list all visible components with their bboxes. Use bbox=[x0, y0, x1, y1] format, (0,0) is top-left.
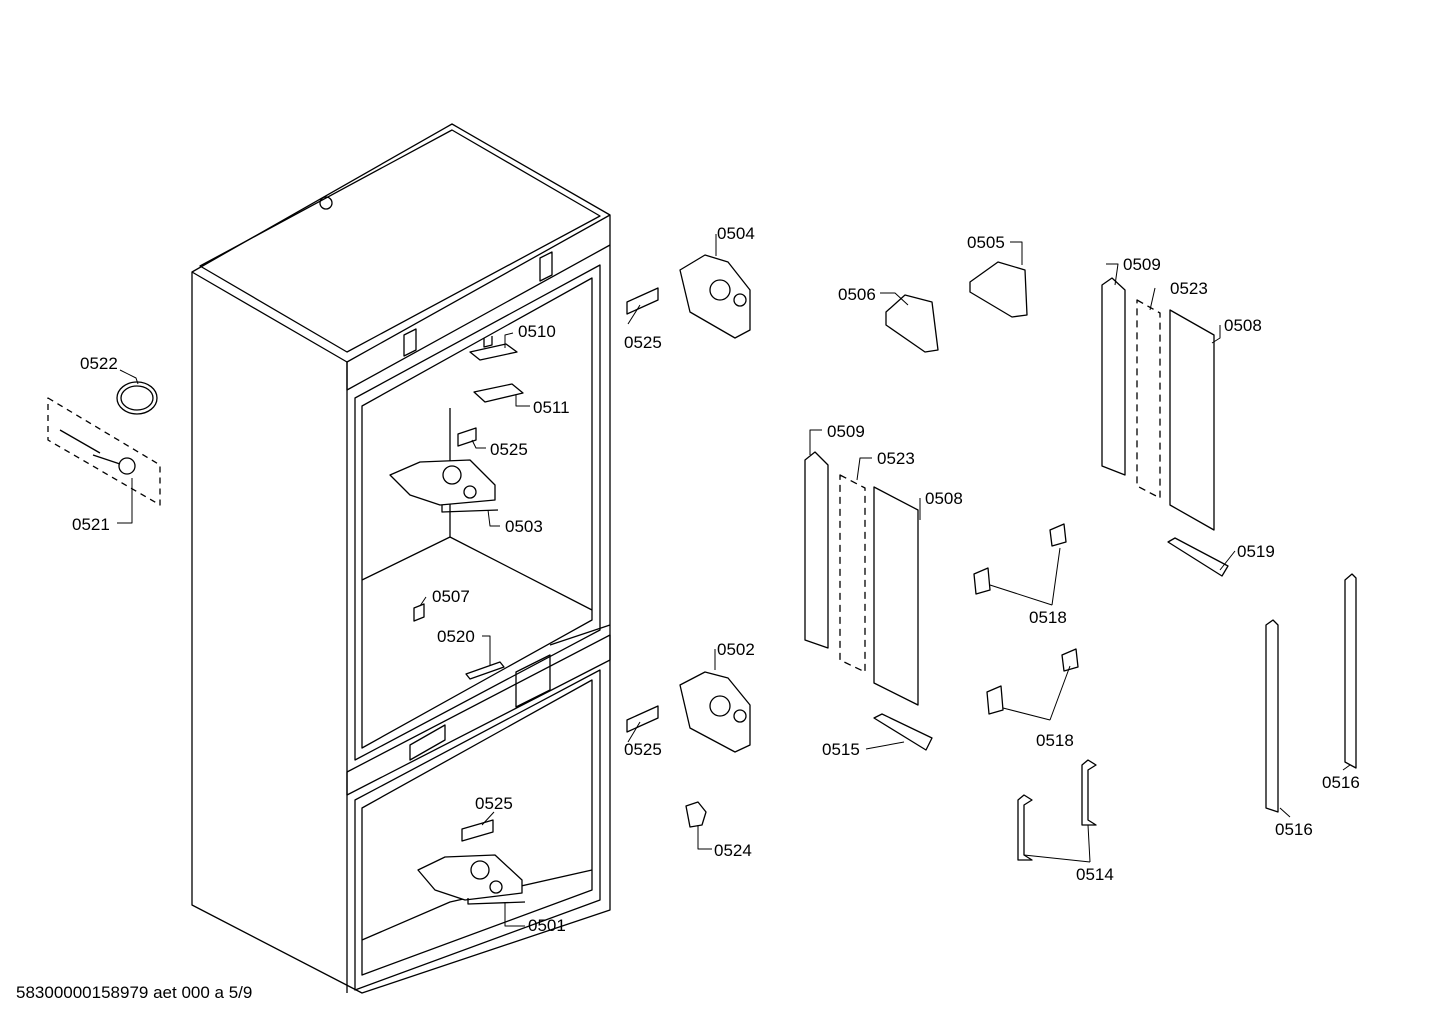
label-0518-upper: 0518 bbox=[1029, 608, 1067, 627]
label-0510: 0510 bbox=[518, 322, 556, 341]
label-0503: 0503 bbox=[505, 517, 543, 536]
trim-0509-right bbox=[1101, 277, 1126, 476]
label-0521: 0521 bbox=[72, 515, 110, 534]
leader-lines bbox=[117, 234, 1351, 927]
plate-0525-lower bbox=[461, 819, 494, 842]
label-0508-lower: 0508 bbox=[925, 489, 963, 508]
label-0519: 0519 bbox=[1237, 542, 1275, 561]
rail-0519-shape bbox=[1167, 537, 1229, 577]
label-0504: 0504 bbox=[717, 224, 755, 243]
plate-0525-mid bbox=[626, 705, 659, 733]
label-0516-left: 0516 bbox=[1275, 820, 1313, 839]
label-0525-lower: 0525 bbox=[475, 794, 513, 813]
bracket-0511-shape bbox=[473, 383, 524, 403]
rail-0515-shape bbox=[873, 713, 933, 751]
strip-0516-right bbox=[1344, 573, 1357, 769]
bracket-0514-right bbox=[1081, 759, 1097, 826]
label-0525-mid: 0525 bbox=[624, 740, 662, 759]
panel-0508-left bbox=[873, 486, 919, 706]
fasteners-0523-right bbox=[1136, 299, 1161, 499]
panel-0508-right bbox=[1169, 309, 1215, 531]
clip-0518-lower-b bbox=[986, 685, 1004, 715]
hinge-0504-shape bbox=[679, 254, 751, 339]
bracket-0506-shape bbox=[885, 294, 939, 353]
sensor-0521-shape bbox=[47, 397, 161, 506]
label-0525-cabinet: 0525 bbox=[490, 440, 528, 459]
ring-0522-shape bbox=[116, 381, 158, 415]
clip-0518-upper-b bbox=[973, 567, 991, 595]
fasteners-0523-left bbox=[839, 474, 866, 673]
label-0525-upper: 0525 bbox=[624, 333, 662, 352]
label-0516-right: 0516 bbox=[1322, 773, 1360, 792]
label-0515: 0515 bbox=[822, 740, 860, 759]
label-0520: 0520 bbox=[437, 627, 475, 646]
label-0507: 0507 bbox=[432, 587, 470, 606]
label-0505: 0505 bbox=[967, 233, 1005, 252]
label-0511: 0511 bbox=[533, 398, 570, 417]
label-0502: 0502 bbox=[717, 640, 755, 659]
clip-0518-lower-a bbox=[1061, 648, 1079, 672]
label-0506: 0506 bbox=[838, 285, 876, 304]
clip-0524-shape bbox=[685, 801, 707, 828]
label-0523-lower: 0523 bbox=[877, 449, 915, 468]
clip-0518-upper-a bbox=[1049, 523, 1067, 547]
label-0518-lower: 0518 bbox=[1036, 731, 1074, 750]
label-0501: 0501 bbox=[528, 916, 566, 935]
hinge-0503-shape bbox=[389, 459, 499, 513]
label-0524: 0524 bbox=[714, 841, 752, 860]
bracket-0514-left bbox=[1017, 794, 1033, 861]
label-0523-upper: 0523 bbox=[1170, 279, 1208, 298]
label-0508-upper: 0508 bbox=[1224, 316, 1262, 335]
bracket-0505-shape bbox=[969, 261, 1028, 318]
hinge-0501-shape bbox=[417, 854, 526, 905]
trim-0509-left bbox=[804, 451, 829, 649]
label-0522: 0522 bbox=[80, 354, 118, 373]
document-id: 58300000158979 aet 000 a 5/9 bbox=[16, 983, 253, 1002]
plate-0525-upper bbox=[626, 287, 659, 315]
cabinet bbox=[191, 123, 611, 994]
plate-0525-cabinet bbox=[457, 427, 477, 447]
hinge-0502-shape bbox=[679, 671, 751, 753]
bar-0520-shape bbox=[465, 661, 505, 680]
label-0509-upper: 0509 bbox=[1123, 255, 1161, 274]
label-0509-lower: 0509 bbox=[827, 422, 865, 441]
strip-0516-left bbox=[1265, 619, 1279, 813]
label-0514: 0514 bbox=[1076, 865, 1114, 884]
